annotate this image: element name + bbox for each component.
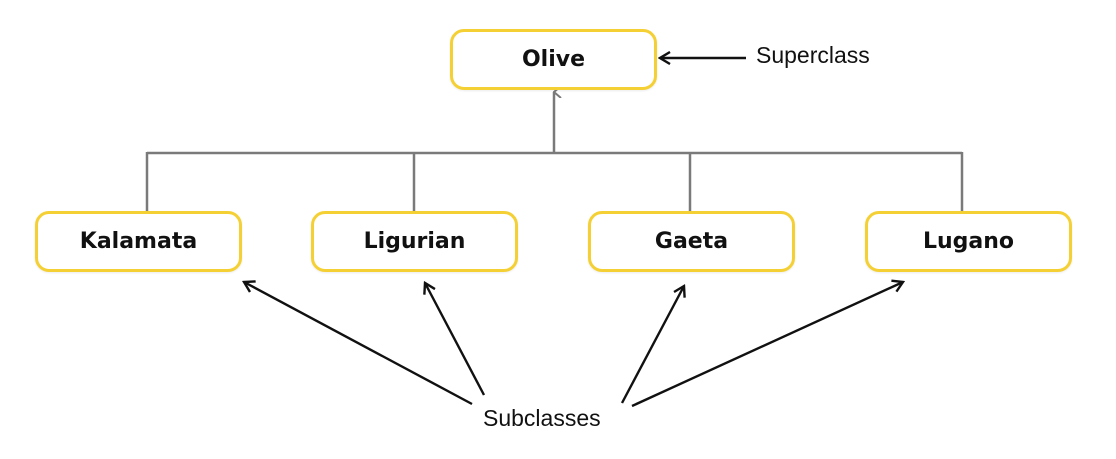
subclass-box-ligurian: Ligurian bbox=[311, 211, 518, 272]
subclass-box-lugano: Lugano bbox=[865, 211, 1072, 272]
superclass-name: Olive bbox=[521, 47, 586, 72]
subclass-name: Ligurian bbox=[363, 229, 466, 254]
superclass-box-olive: Olive bbox=[450, 29, 657, 90]
subclasses-arrow-kalamata bbox=[244, 282, 473, 406]
subclass-box-kalamata: Kalamata bbox=[35, 211, 242, 272]
subclasses-annotation-label: Subclasses bbox=[483, 405, 601, 431]
subclass-name: Lugano bbox=[922, 229, 1015, 254]
subclass-name: Gaeta bbox=[654, 229, 729, 254]
superclass-annotation-label: Superclass bbox=[756, 42, 870, 68]
subclass-name: Kalamata bbox=[79, 229, 198, 254]
subclasses-arrow-ligurian bbox=[425, 283, 486, 396]
subclass-box-gaeta: Gaeta bbox=[588, 211, 795, 272]
subclasses-arrow-lugano bbox=[631, 282, 903, 408]
subclasses-arrow-gaeta bbox=[620, 286, 684, 404]
